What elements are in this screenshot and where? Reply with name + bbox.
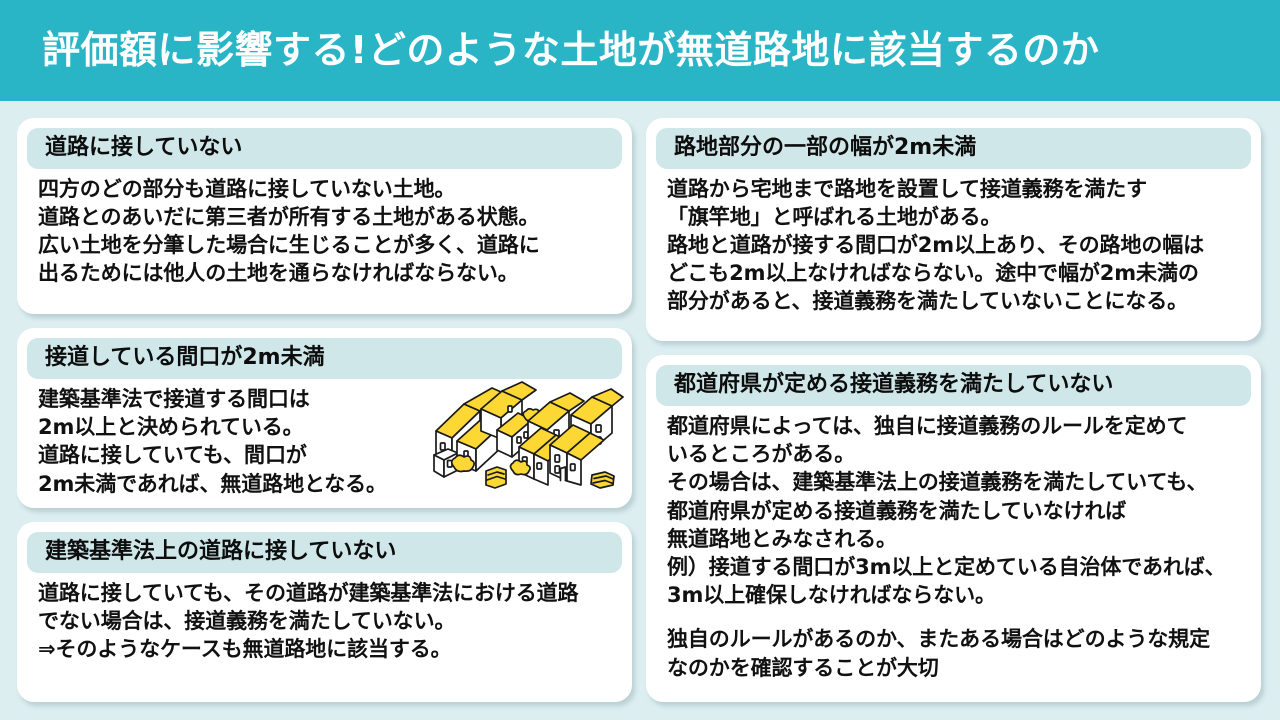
card-alley-width-under-2m: 路地部分の一部の幅が2m未満 道路から宅地まで路地を設置して接道義務を満たす 「… <box>646 118 1261 342</box>
card-header-no-road-access: 道路に接していない <box>27 128 622 169</box>
title-banner: 評価額に影響する!どのような土地が無道路地に該当するのか <box>0 0 1280 101</box>
card-paragraph: 道路から宅地まで路地を設置して接道義務を満たす 「旗竿地」と呼ばれる土地がある。… <box>667 176 1205 314</box>
card-header-text: 道路に接していない <box>45 135 243 160</box>
card-header-text: 路地部分の一部の幅が2m未満 <box>674 135 977 160</box>
card-body-alley-width-under-2m: 道路から宅地まで路地を設置して接道義務を満たす 「旗竿地」と呼ばれる土地がある。… <box>656 169 1251 330</box>
content-columns: 道路に接していない 四方のどの部分も道路に接していない土地。 道路とのあいだに第… <box>0 101 1280 720</box>
card-paragraph-note: 独自のルールがあるのか、またある場合はどのような規定 なのかを確認することが大切 <box>667 627 1210 680</box>
card-paragraph: 都道府県によっては、独自に接道義務のルールを定めて いるところがある。 その場合… <box>667 413 1226 608</box>
card-prefectural-requirement: 都道府県が定める接道義務を満たしていない 都道府県によっては、独自に接道義務のル… <box>646 355 1261 702</box>
card-body-not-bsl-road: 道路に接していても、その道路が建築基準法における道路 でない場合は、接道義務を満… <box>27 573 622 690</box>
card-body-no-road-access: 四方のどの部分も道路に接していない土地。 道路とのあいだに第三者が所有する土地が… <box>27 169 622 303</box>
card-paragraph: 四方のどの部分も道路に接していない土地。 道路とのあいだに第三者が所有する土地が… <box>38 176 540 286</box>
card-header-frontage-under-2m: 接道している間口が2m未満 <box>27 338 622 379</box>
card-frontage-under-2m: 接道している間口が2m未満 建築基準法で接道する間口は 2m以上と決められている… <box>17 328 632 509</box>
card-paragraph: 建築基準法で接道する間口は 2m以上と決められている。 道路に接していても、間口… <box>38 386 387 496</box>
card-not-bsl-road: 建築基準法上の道路に接していない 道路に接していても、その道路が建築基準法におけ… <box>17 522 632 702</box>
card-body-prefectural-requirement: 都道府県によっては、独自に接道義務のルールを定めて いるところがある。 その場合… <box>656 406 1251 690</box>
card-header-text: 建築基準法上の道路に接していない <box>45 539 397 565</box>
residential-houses-illustration <box>433 380 624 489</box>
card-header-text: 接道している間口が2m未満 <box>45 345 325 371</box>
page-title: 評価額に影響する!どのような土地が無道路地に該当するのか <box>42 27 1100 72</box>
card-header-not-bsl-road: 建築基準法上の道路に接していない <box>27 532 622 573</box>
left-column: 道路に接していない 四方のどの部分も道路に接していない土地。 道路とのあいだに第… <box>17 118 632 702</box>
card-paragraph: 道路に接していても、その道路が建築基準法における道路 でない場合は、接道義務を満… <box>38 580 579 662</box>
card-no-road-access: 道路に接していない 四方のどの部分も道路に接していない土地。 道路とのあいだに第… <box>17 118 632 315</box>
card-header-text: 都道府県が定める接道義務を満たしていない <box>674 372 1114 398</box>
right-column: 路地部分の一部の幅が2m未満 道路から宅地まで路地を設置して接道義務を満たす 「… <box>646 118 1261 702</box>
card-header-prefectural-requirement: 都道府県が定める接道義務を満たしていない <box>656 365 1251 406</box>
card-body-frontage-under-2m: 建築基準法で接道する間口は 2m以上と決められている。 道路に接していても、間口… <box>27 379 624 498</box>
card-header-alley-width-under-2m: 路地部分の一部の幅が2m未満 <box>656 128 1251 169</box>
